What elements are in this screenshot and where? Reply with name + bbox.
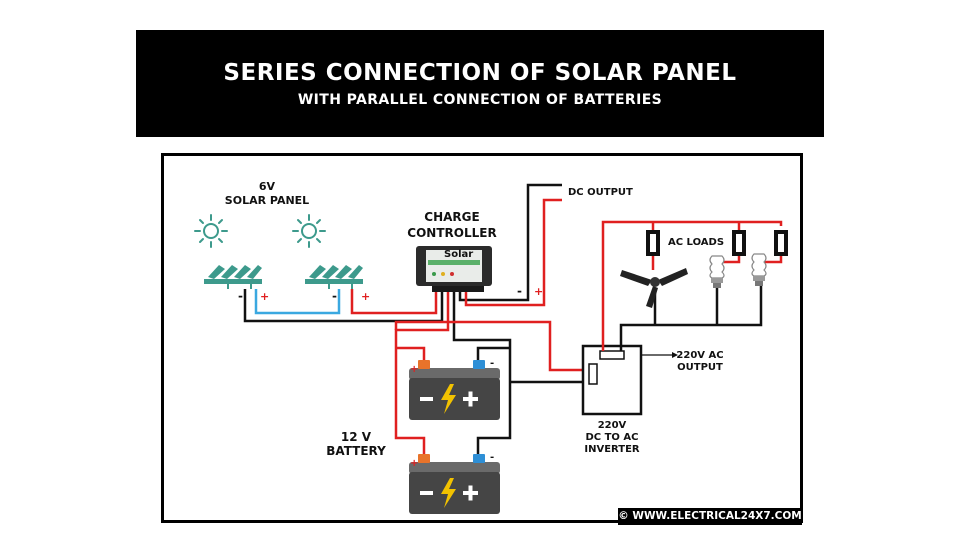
arrow-icon bbox=[672, 352, 678, 358]
battery-label-2: BATTERY bbox=[326, 444, 386, 458]
cfl-bulb-icon bbox=[709, 255, 725, 289]
series-link-wire bbox=[254, 289, 341, 315]
panel-positive-wire bbox=[350, 289, 438, 315]
copyright-badge: © WWW.ELECTRICAL24X7.COM bbox=[618, 508, 802, 525]
inverter-positive-wire bbox=[394, 320, 590, 372]
battery-plus-sign: + bbox=[410, 458, 418, 469]
ac-live-wire bbox=[601, 220, 783, 351]
charge-controller-icon: Solar bbox=[416, 246, 492, 292]
battery-icon bbox=[409, 360, 500, 420]
sun-icon bbox=[194, 214, 228, 248]
dc-output-label: DC OUTPUT bbox=[568, 187, 633, 198]
battery-negative-wire bbox=[452, 292, 512, 455]
battery-positive-wire bbox=[394, 292, 450, 455]
ac-output-label-1: 220V AC bbox=[676, 350, 723, 361]
inverter-label-1: 220V bbox=[598, 420, 627, 431]
controller-brand: Solar bbox=[444, 249, 473, 260]
battery-negative-wire bbox=[476, 346, 510, 360]
cfl-bulb-icon bbox=[751, 253, 767, 287]
title-line-1: SERIES CONNECTION OF SOLAR PANEL bbox=[223, 60, 737, 86]
battery-minus-sign: - bbox=[490, 358, 494, 369]
title-line-2: WITH PARALLEL CONNECTION OF BATTERIES bbox=[297, 92, 663, 108]
inverter-input-terminal bbox=[588, 363, 598, 385]
solar-panel-label: SOLAR PANEL bbox=[225, 194, 309, 207]
ac-loads-label: AC LOADS bbox=[668, 237, 724, 248]
battery-positive-wire bbox=[396, 346, 426, 360]
panel-minus-sign: - bbox=[332, 289, 337, 303]
inverter-label-3: INVERTER bbox=[584, 444, 640, 455]
ac-output-label-2: OUTPUT bbox=[677, 362, 723, 373]
diagram-frame bbox=[161, 153, 803, 523]
battery-minus-sign: - bbox=[490, 452, 494, 463]
dc-minus-sign: - bbox=[517, 284, 522, 298]
battery-plus-sign: + bbox=[410, 364, 418, 375]
ac-live-wire bbox=[717, 256, 741, 264]
dc-plus-sign: + bbox=[534, 285, 543, 298]
ceiling-fan-icon bbox=[620, 268, 688, 308]
ac-live-wire bbox=[759, 256, 783, 264]
panel-plus-sign: + bbox=[260, 290, 269, 303]
dc-output-negative-wire bbox=[458, 183, 562, 302]
panel-negative-wire bbox=[243, 289, 444, 323]
solar-panel-icon bbox=[304, 264, 364, 290]
inverter-output-terminal bbox=[599, 350, 625, 360]
battery-label-1: 12 V bbox=[341, 430, 372, 444]
fuse-icon bbox=[732, 230, 746, 256]
panel-minus-sign: - bbox=[238, 289, 243, 303]
battery-icon bbox=[409, 454, 500, 514]
fuse-icon bbox=[646, 230, 660, 256]
fuse-icon bbox=[774, 230, 788, 256]
panel-plus-sign: + bbox=[361, 290, 370, 303]
controller-label-2: CONTROLLER bbox=[407, 226, 496, 240]
solar-panel-icon bbox=[203, 264, 263, 290]
panel-voltage-label: 6V bbox=[259, 180, 276, 193]
ac-neutral-wire bbox=[619, 286, 763, 351]
inverter-label-2: DC TO AC bbox=[585, 432, 638, 443]
dc-output-positive-wire bbox=[464, 198, 562, 307]
controller-label-1: CHARGE bbox=[424, 210, 479, 224]
title-banner: SERIES CONNECTION OF SOLAR PANEL WITH PA… bbox=[136, 30, 824, 137]
sun-icon bbox=[292, 214, 326, 248]
